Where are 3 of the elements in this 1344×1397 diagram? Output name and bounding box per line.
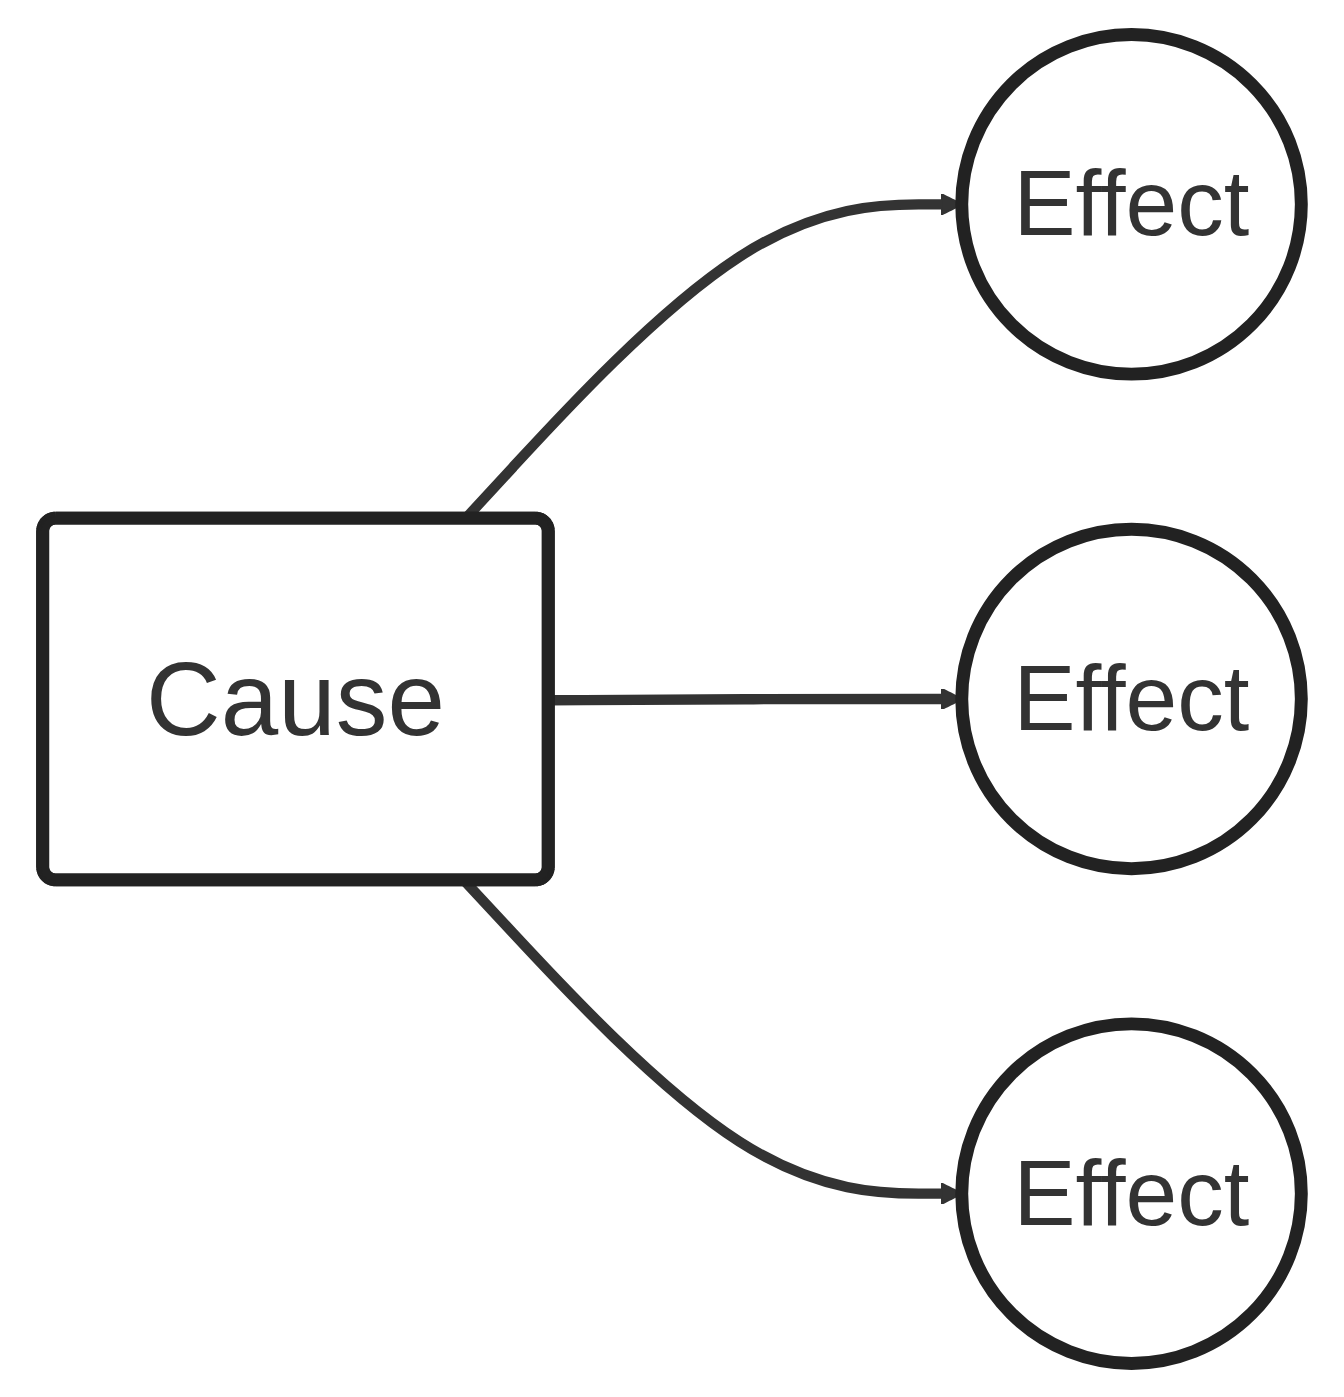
node-circle: Effect [955,1016,1308,1370]
node-circle: Effect [955,27,1308,381]
node-circle: Effect [955,522,1308,875]
